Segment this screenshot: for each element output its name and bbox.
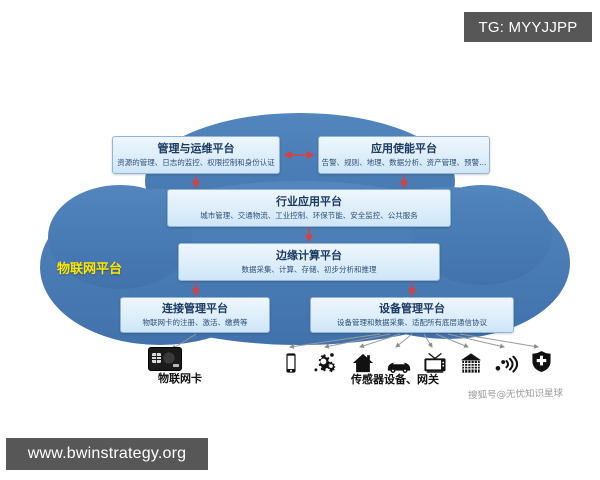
box-connection-management-platform[interactable]: 连接管理平台 物联网卡的注册、激活、缴费等 (120, 297, 270, 333)
source-watermark: 搜狐号@无忧知识星球 (467, 387, 564, 402)
box-edge-computing-platform[interactable]: 边缘计算平台 数据采集、计算、存储、初步分析和推理 (178, 243, 440, 281)
gears-icon (313, 348, 339, 374)
television-icon (422, 348, 448, 374)
box-title: 行业应用平台 (276, 195, 342, 209)
box-title: 管理与运维平台 (157, 142, 235, 156)
box-subtitle: 城市管理、交通物流、工业控制、环保节能、安全监控、公共服务 (200, 211, 418, 220)
caption-sensor-gateway: 传感器设备、网关 (351, 373, 439, 386)
box-title: 设备管理平台 (379, 302, 445, 316)
box-subtitle: 数据采集、计算、存储、初步分析和推理 (241, 265, 377, 274)
box-industry-application-platform[interactable]: 行业应用平台 城市管理、交通物流、工业控制、环保节能、安全监控、公共服务 (167, 189, 451, 227)
iot-sim-card-icon (148, 347, 182, 371)
box-title: 边缘计算平台 (276, 249, 342, 263)
telegram-handle-badge: TG: MYYJJPP (464, 12, 592, 42)
smartphone-icon (278, 348, 304, 374)
wifi-sensor-icon (493, 348, 519, 374)
factory-icon (458, 348, 484, 374)
box-subtitle: 设备管理和数据采集、适配所有底层通信协议 (337, 318, 487, 327)
iot-platform-label: 物联网平台 (57, 262, 123, 277)
box-title: 应用使能平台 (371, 142, 437, 156)
caption-iot-card: 物联网卡 (158, 372, 202, 385)
car-icon (386, 349, 412, 375)
box-title: 连接管理平台 (162, 302, 228, 316)
box-subtitle: 物联网卡的注册、激活、缴费等 (142, 318, 248, 327)
box-management-operations-platform[interactable]: 管理与运维平台 资源的管理、日志的监控、权限控制和身份认证 (112, 136, 280, 174)
website-url-badge[interactable]: www.bwinstrategy.org (6, 438, 208, 470)
medical-shield-icon (528, 347, 554, 373)
box-subtitle: 告警、规则、地理、数据分析、资产管理、预警... (321, 158, 487, 167)
box-device-management-platform[interactable]: 设备管理平台 设备管理和数据采集、适配所有底层通信协议 (310, 297, 514, 333)
box-application-enablement-platform[interactable]: 应用使能平台 告警、规则、地理、数据分析、资产管理、预警... (318, 136, 490, 174)
box-subtitle: 资源的管理、日志的监控、权限控制和身份认证 (117, 158, 275, 167)
house-icon (350, 348, 376, 374)
